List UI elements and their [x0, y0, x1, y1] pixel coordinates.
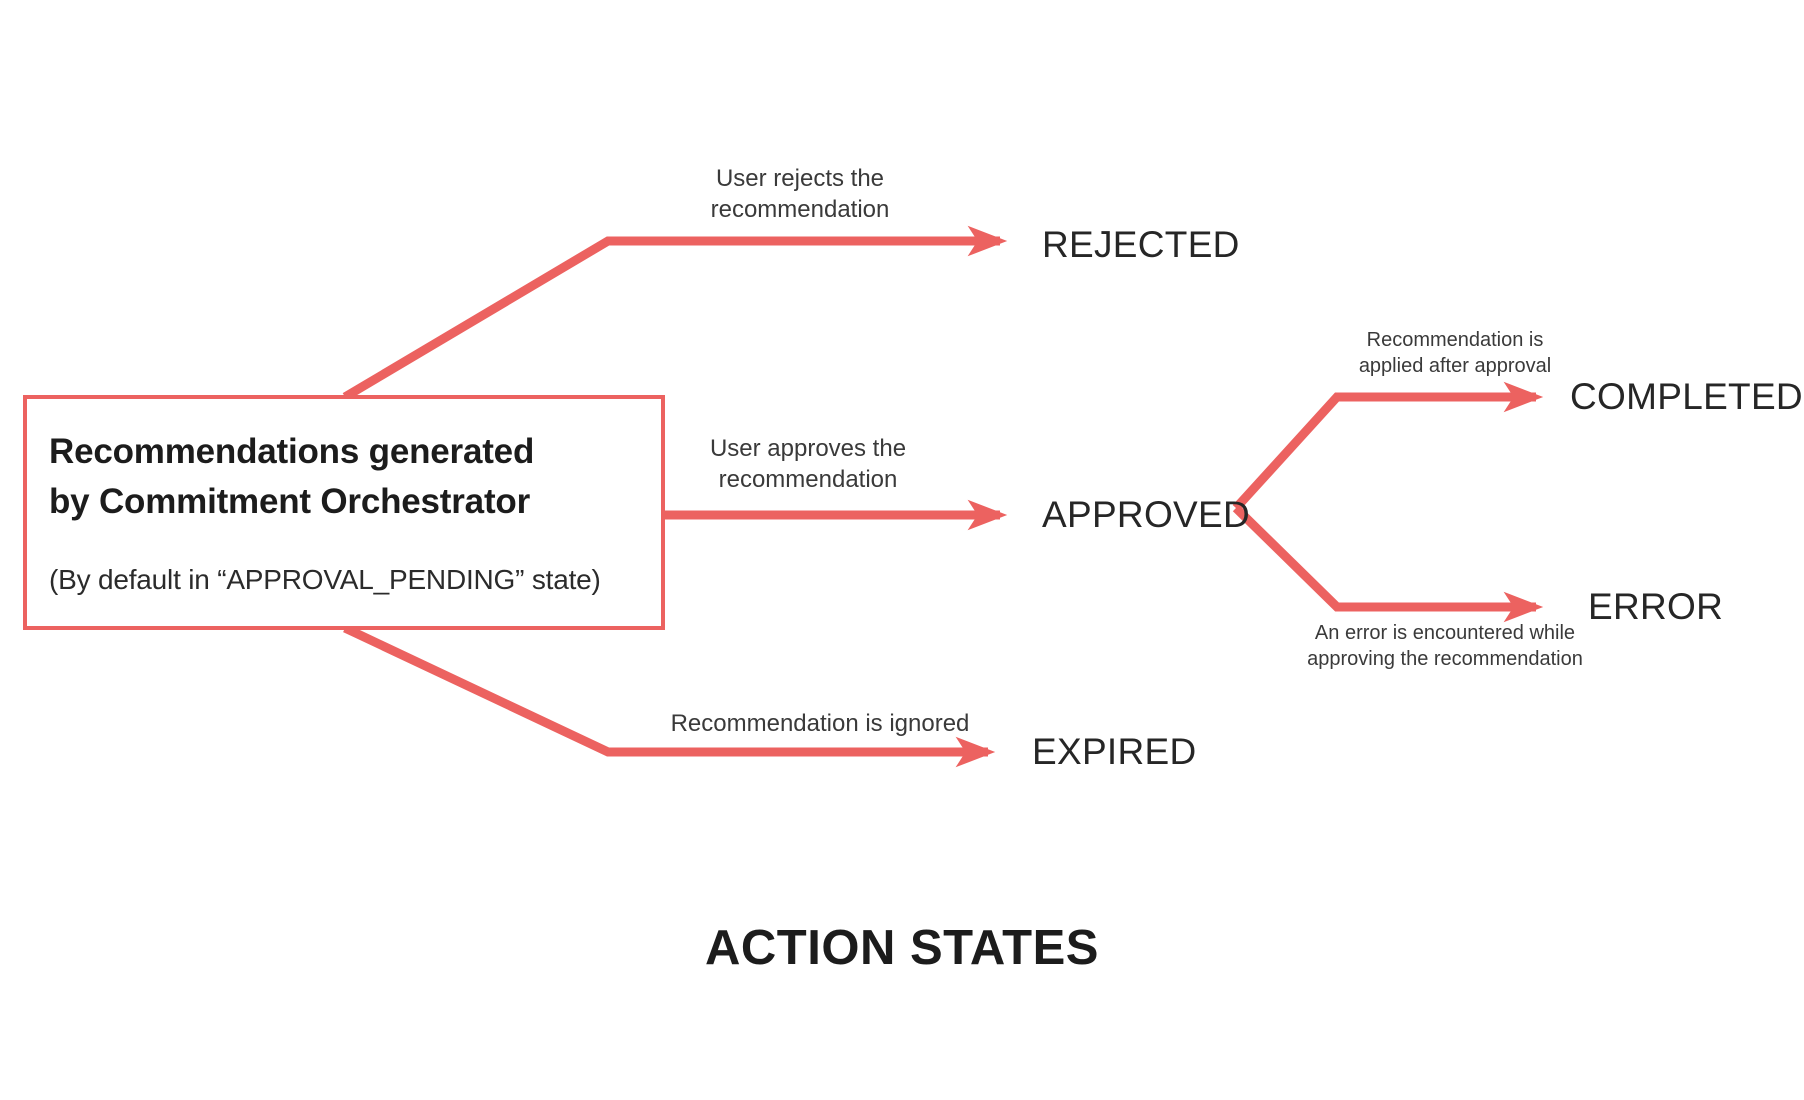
edge-label-to-completed-line2: applied after approval	[1358, 355, 1552, 377]
arrow-to-error	[1232, 504, 1544, 623]
arrow-to-rejected	[342, 225, 1008, 401]
edge-label-to-error-line1: An error is encountered while	[1314, 622, 1576, 644]
source-node-title-line2: by Commitment Orchestrator	[49, 481, 531, 521]
edge-label-to-approved: User approves the recommendation	[668, 433, 948, 495]
source-node-title-line1: Recommendations generated	[49, 432, 535, 471]
state-node-error: ERROR	[1588, 586, 1724, 627]
edge-label-to-rejected: User rejects the recommendation	[660, 163, 940, 225]
edge-label-to-error-line2: approving the recommendation	[1307, 648, 1583, 670]
edge-label-to-completed-line1: Recommendation is	[1366, 329, 1544, 351]
state-node-approved: APPROVED	[1042, 494, 1251, 535]
arrow-to-completed	[1232, 381, 1544, 512]
source-node-title: Recommendations generated by Commitment …	[49, 427, 639, 526]
edge-label-to-approved-line1: User approves the	[709, 435, 907, 462]
source-node: Recommendations generated by Commitment …	[23, 395, 665, 630]
arrow-to-expired	[343, 623, 996, 768]
edge-label-to-rejected-line1: User rejects the	[715, 165, 885, 192]
state-node-completed: COMPLETED	[1570, 376, 1803, 417]
edge-label-to-approved-line2: recommendation	[718, 466, 898, 494]
edge-label-to-completed: Recommendation is applied after approval	[1340, 327, 1570, 379]
edge-label-to-error: An error is encountered while approving …	[1290, 620, 1600, 672]
edge-label-to-expired: Recommendation is ignored	[645, 708, 995, 739]
diagram-caption: ACTION STATES	[705, 921, 1099, 975]
source-node-subtitle: (By default in “APPROVAL_PENDING” state)	[49, 564, 601, 595]
state-node-expired: EXPIRED	[1032, 731, 1197, 772]
edge-label-to-rejected-line2: recommendation	[710, 196, 890, 224]
edge-label-to-expired-line1: Recommendation is ignored	[670, 710, 970, 737]
state-node-rejected: REJECTED	[1042, 224, 1240, 265]
